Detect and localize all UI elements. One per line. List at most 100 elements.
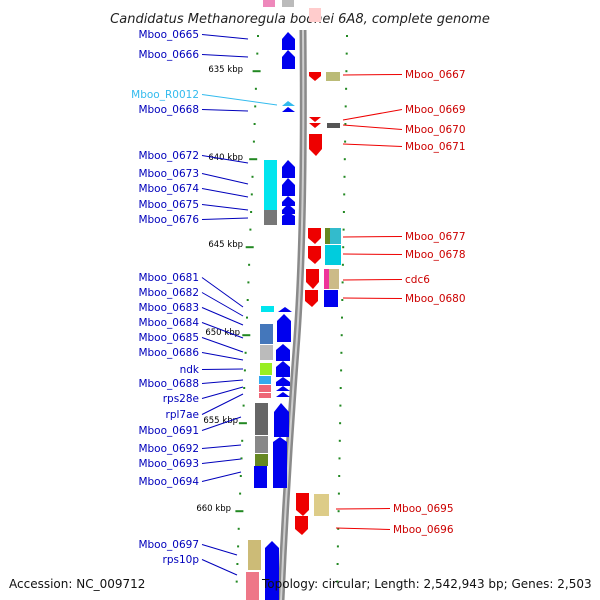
gene-label[interactable]: Mboo_0684 [138,317,199,329]
scale-label: 650 kbp [205,328,240,338]
gene-label[interactable]: rps10p [163,554,200,566]
scale-tick [247,281,250,284]
scale-tick [254,87,257,90]
gene-arrow[interactable] [265,541,279,600]
gene-label[interactable]: Mboo_0676 [138,214,199,226]
scale-tick [345,87,348,90]
gene-arrow[interactable] [277,314,291,342]
scale-label: 660 kbp [196,504,231,514]
gene-label[interactable]: Mboo_0665 [138,29,199,41]
scale-tick [246,316,248,319]
gene-label[interactable]: Mboo_0673 [138,168,199,180]
scale-tick [246,299,249,301]
feature-top-partial [309,8,321,22]
gene-leader-line [201,352,244,361]
gene-label[interactable]: Mboo_0666 [138,49,199,61]
gene-arrow[interactable] [305,290,318,307]
gene-arrow[interactable] [282,32,295,50]
gene-label[interactable]: Mboo_0686 [138,347,199,359]
gene-label[interactable]: Mboo_0691 [138,425,199,437]
scale-tick [343,158,346,161]
gene-label[interactable]: Mboo_R0012 [131,89,199,101]
gene-label[interactable]: Mboo_0685 [138,332,199,344]
scale-tick [243,387,246,389]
gene-box [259,393,271,398]
gene-label[interactable]: Mboo_0671 [405,141,466,153]
gene-label[interactable]: Mboo_0692 [138,443,199,455]
scale-tick [250,193,253,196]
left-gene-labels: Mboo_0665Mboo_0666Mboo_R0012Mboo_0668Mbo… [131,29,278,576]
rna-arrow[interactable] [282,101,295,106]
scale-tick [235,510,244,513]
scale-tick [341,263,344,266]
gene-label[interactable]: Mboo_0675 [138,199,199,211]
gene-leader-line [201,34,249,40]
gene-label[interactable]: rps28e [163,393,199,405]
gene-label[interactable]: Mboo_0680 [405,293,466,305]
gene-label[interactable]: cdc6 [405,274,430,286]
gene-label[interactable]: Mboo_0694 [138,476,199,488]
gene-arrow[interactable] [308,246,321,264]
gene-arrow[interactable] [282,204,295,214]
scale-tick [254,105,257,108]
gene-arrow[interactable] [282,160,295,178]
gene-arrow[interactable] [282,196,295,206]
gene-box [330,228,341,244]
gene-arrow[interactable] [295,516,308,535]
gene-arrow[interactable] [274,403,289,437]
gene-label[interactable]: Mboo_0667 [405,69,466,81]
scale-tick [337,510,340,513]
gene-arrow[interactable] [282,50,295,69]
scale-tick [339,422,342,425]
gene-label[interactable]: Mboo_0695 [393,503,454,515]
scale-label: 640 kbp [208,153,243,163]
gene-leader-line [335,508,391,510]
gene-label[interactable]: Mboo_0682 [138,287,199,299]
genome-summary-text: Topology: circular; Length: 2,542,943 bp… [261,577,592,591]
gene-label[interactable]: Mboo_0678 [405,249,466,261]
gene-leader-line [201,204,249,211]
gene-label[interactable]: Mboo_0688 [138,378,199,390]
gene-label[interactable]: Mboo_0677 [405,231,466,243]
gene-arrow[interactable] [276,392,290,397]
gene-arrow[interactable] [296,493,309,516]
gene-label[interactable]: Mboo_0670 [405,124,466,136]
gene-label[interactable]: ndk [180,364,200,376]
gene-label[interactable]: rpl7ae [166,409,199,421]
accession-text: Accession: NC_009712 [9,577,145,591]
gene-arrow[interactable] [276,344,290,361]
gene-label[interactable]: Mboo_0696 [393,524,454,536]
gene-box [324,269,329,289]
gene-arrow[interactable] [273,437,287,488]
gene-box [326,72,340,81]
gene-label[interactable]: Mboo_0681 [138,272,199,284]
gene-leader-line [201,386,244,399]
gene-arrow[interactable] [282,178,295,196]
gene-label[interactable]: Mboo_0672 [138,150,199,162]
gene-leader-line [201,458,242,464]
gene-label[interactable]: Mboo_0697 [138,539,199,551]
gene-label[interactable]: Mboo_0669 [405,104,466,116]
gene-box [324,290,338,307]
gene-label[interactable]: Mboo_0674 [138,183,199,195]
gene-arrow[interactable] [306,269,319,289]
gene-arrow[interactable] [309,117,321,122]
gene-leader-line [201,393,244,415]
gene-arrow[interactable] [309,134,322,156]
gene-arrow[interactable] [282,212,295,225]
scale-tick [343,193,346,196]
gene-label[interactable]: Mboo_0683 [138,302,199,314]
gene-arrow[interactable] [308,228,321,244]
gene-arrow[interactable] [309,72,321,81]
gene-label[interactable]: Mboo_0668 [138,104,199,116]
scale-tick [342,228,345,231]
scale-tick [340,369,343,372]
gene-arrow[interactable] [276,386,290,391]
gene-arrow[interactable] [278,307,292,312]
gene-arrow[interactable] [276,377,290,386]
gene-arrow[interactable] [276,361,290,377]
gene-label[interactable]: Mboo_0693 [138,458,199,470]
gene-arrow[interactable] [282,107,295,112]
gene-arrow[interactable] [309,123,321,128]
